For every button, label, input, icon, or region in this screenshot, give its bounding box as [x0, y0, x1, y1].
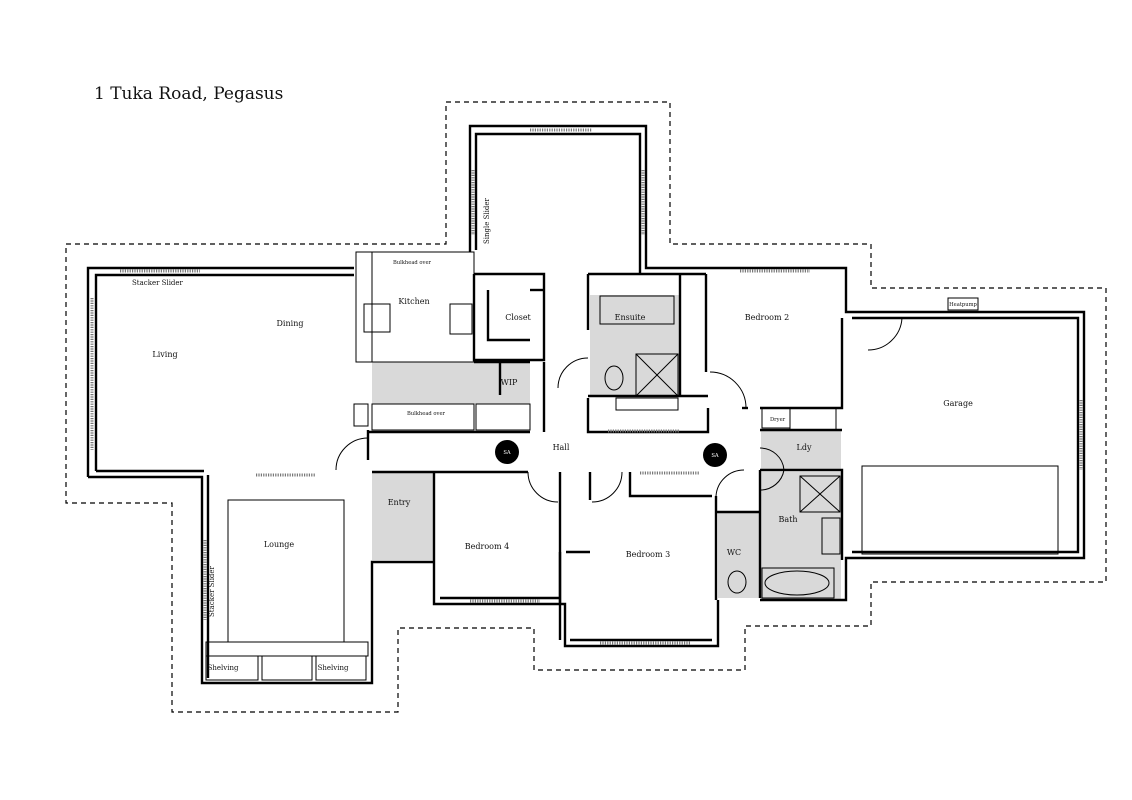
windows	[90, 128, 1083, 645]
smoke-alarm-label: SA	[711, 453, 719, 459]
room-label-entry: Entry	[388, 498, 411, 507]
shelving-label: Shelving	[318, 664, 349, 672]
walls	[86, 124, 1086, 685]
bulkhead-label: Bulkhead over	[407, 411, 446, 417]
room-label-kitchen: Kitchen	[398, 297, 429, 306]
fixtures	[205, 251, 1059, 681]
heatpump-label: Heatpump	[949, 302, 977, 308]
room-label-ensuite: Ensuite	[615, 313, 646, 322]
room-label-dining: Dining	[277, 319, 304, 328]
smoke-alarm-icon	[703, 443, 727, 467]
bulkhead-label: Bulkhead over	[393, 260, 432, 266]
room-label-bedroom-3: Bedroom 3	[626, 550, 670, 559]
room-label-closet: Closet	[505, 313, 531, 322]
room-label-wip: WIP	[501, 378, 518, 387]
single-slider-label: Single Slider	[483, 197, 491, 244]
shelving-label: Shelving	[208, 664, 239, 672]
dryer-label: Dryer	[770, 417, 786, 423]
stacker-slider-label: Stacker Slider	[208, 565, 216, 617]
tiled-areas	[372, 295, 841, 600]
room-label-living: Living	[152, 350, 177, 359]
room-label-bath: Bath	[778, 515, 797, 524]
room-label-wc: WC	[727, 548, 741, 557]
smoke-alarm-label: SA	[503, 450, 511, 456]
room-label-bedroom-4: Bedroom 4	[465, 542, 509, 551]
plan-title: 1 Tuka Road, Pegasus	[94, 84, 284, 104]
smoke-alarm-icon	[495, 440, 519, 464]
room-label-lounge: Lounge	[264, 540, 295, 549]
room-label-ldy: Ldy	[797, 443, 812, 452]
room-label-hall: Hall	[553, 443, 570, 452]
stacker-slider-label: Stacker Slider	[132, 279, 184, 287]
doors	[335, 317, 903, 503]
room-label-garage: Garage	[943, 399, 973, 408]
room-label-bedroom-2: Bedroom 2	[745, 313, 789, 322]
site-boundary	[65, 101, 1107, 713]
